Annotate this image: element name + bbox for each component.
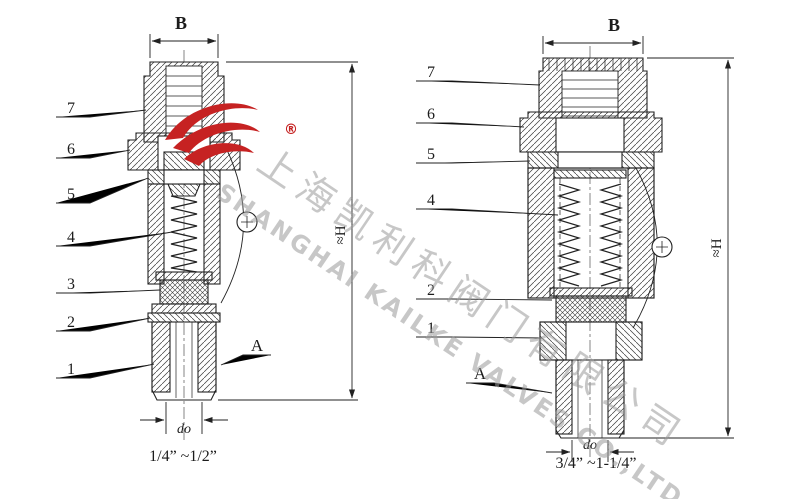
callout-7: 7 <box>67 100 75 117</box>
left-seat-lower <box>147 312 221 323</box>
left-label-A: A <box>251 336 264 355</box>
callout-4: 4 <box>67 229 75 246</box>
callout-1: 1 <box>67 361 75 378</box>
callout-2: 2 <box>427 282 435 299</box>
right-dim-do <box>546 440 634 462</box>
left-thread-wall <box>151 321 171 393</box>
left-dim-B <box>149 34 219 58</box>
callout-6: 6 <box>67 141 75 158</box>
callout-4: 4 <box>427 192 435 209</box>
arc-marker-glyph <box>241 216 253 228</box>
left-disc-holder <box>155 271 213 281</box>
callout-7: 7 <box>427 64 435 81</box>
callout-1: 1 <box>427 320 435 337</box>
callout-5: 5 <box>427 146 435 163</box>
right-disc-seal <box>555 295 627 323</box>
left-valve-drawing <box>127 50 258 442</box>
left-seat <box>151 303 217 314</box>
left-caption: 1/4” ~1/2” <box>149 448 217 465</box>
left-callout-leaders <box>56 109 173 379</box>
callout-2: 2 <box>67 314 75 331</box>
right-dim-do-label: do <box>583 438 597 453</box>
left-dim-do <box>140 402 228 434</box>
right-body-wall <box>527 167 555 299</box>
logo-swoosh-top <box>165 103 258 140</box>
callout-5: 5 <box>67 186 75 203</box>
right-callout-numbers: 7 6 5 4 2 1 <box>427 64 435 337</box>
right-valve-drawing <box>519 46 673 462</box>
right-dim-H-label: ≈H <box>709 238 725 257</box>
right-caption: 3/4” ~1-1/4” <box>555 455 636 472</box>
left-callout-numbers: 7 6 5 4 3 2 1 <box>67 100 75 378</box>
logo-swoosh-bottom <box>184 143 254 166</box>
right-body-wall <box>627 167 655 299</box>
left-disc-seal <box>159 279 209 305</box>
left-dim-B-label: B <box>175 13 187 33</box>
left-spring <box>170 195 198 273</box>
right-label-A-leader <box>466 382 553 394</box>
callout-3: 3 <box>67 276 75 293</box>
right-spring-plate <box>553 169 627 179</box>
left-thread-wall <box>197 321 217 393</box>
right-callout-leaders <box>416 80 559 339</box>
right-spring-left <box>556 183 582 287</box>
left-body-wall <box>203 183 221 285</box>
right-dim-H <box>619 57 734 439</box>
arc-marker-glyph <box>656 241 668 253</box>
right-dim-B-label: B <box>608 15 620 35</box>
left-dim-H <box>218 61 358 401</box>
brand-logo: ® <box>165 103 298 166</box>
right-label-A: A <box>474 364 487 383</box>
right-spring-right <box>598 183 624 287</box>
left-poppet <box>167 183 201 197</box>
left-dim-do-label: do <box>177 422 191 437</box>
left-dim-H-label: ≈H <box>333 225 349 244</box>
right-lower-wall <box>615 321 643 361</box>
left-label-A-leader <box>220 354 271 366</box>
left-thread-outline <box>151 321 217 401</box>
logo-swoosh-mid <box>173 122 260 153</box>
right-disc-holder <box>549 287 633 297</box>
registered-mark: ® <box>284 122 298 138</box>
callout-6: 6 <box>427 106 435 123</box>
right-dim-B <box>542 36 644 54</box>
